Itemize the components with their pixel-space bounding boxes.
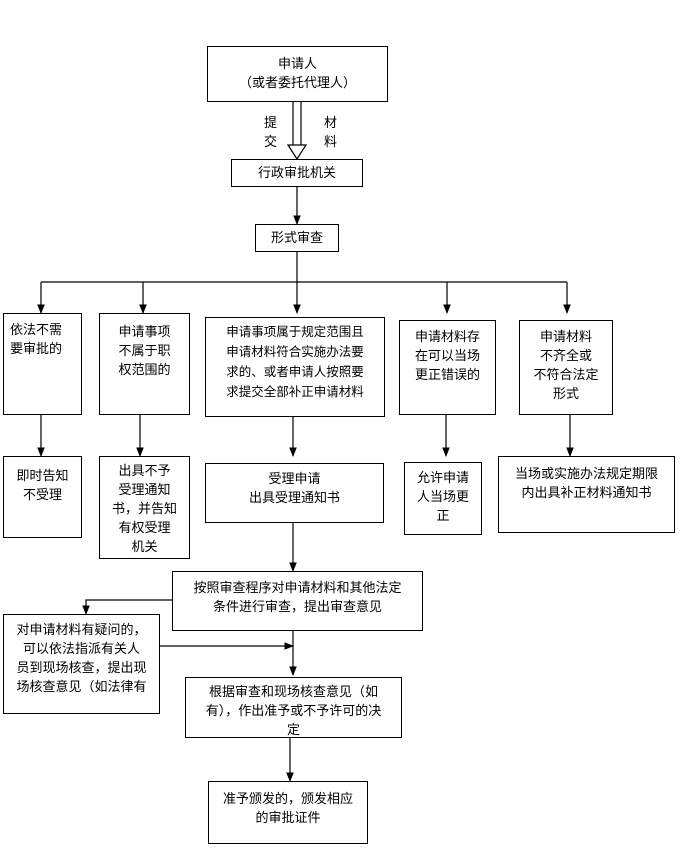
arrow-review-to-onsite <box>82 599 172 615</box>
node-formal-review-line-1: 形式审查 <box>270 231 323 246</box>
node-notify-not-accepted: 即时告知 不受理 <box>3 456 82 538</box>
node-decision-line-3: 定 <box>286 723 300 738</box>
node-allow-correction-line-2: 人当场更 <box>416 490 469 505</box>
node-agency-line-1: 行政审批机关 <box>257 166 336 181</box>
node-applicant-line-1: 申请人 <box>277 57 317 72</box>
node-notify-not-accepted-line-1: 即时告知 <box>16 469 69 484</box>
node-issue-certificate-line-1: 准予颁发的，颁发相应 <box>222 792 353 807</box>
node-onsite-check-line-4: 场核查意见（如法律有 <box>16 680 147 695</box>
node-incomplete: 申请材料 不齐全或 不符合法定 形式 <box>519 320 613 415</box>
node-onsite-check-line-3: 员到现场核查，提出现 <box>16 661 147 676</box>
node-in-scope-complete-line-3: 求的、或者申请人按照要 <box>226 364 364 379</box>
node-out-of-scope-line-3: 权范围的 <box>118 363 171 378</box>
label-materials-line-1: 材 <box>324 116 338 131</box>
node-review-line-2: 条件进行审查，提出审查意见 <box>212 600 382 615</box>
label-materials-line-2: 料 <box>324 135 338 150</box>
hollow-arrow-submit <box>286 102 308 161</box>
node-reject-notice: 出具不予 受理通知 书，并告知 有权受理 机关 <box>99 456 190 559</box>
label-materials: 材 料 <box>324 114 337 152</box>
node-notify-not-accepted-line-2: 不受理 <box>22 488 62 503</box>
node-reject-notice-line-4: 有权受理 <box>118 521 171 536</box>
node-accept: 受理申请 出具受理通知书 <box>205 463 384 523</box>
label-submit-line-1: 提 <box>264 116 278 131</box>
node-accept-line-1: 受理申请 <box>268 472 321 487</box>
node-allow-correction-line-1: 允许申请 <box>416 471 469 486</box>
node-applicant: 申请人 （或者委托代理人） <box>207 46 388 102</box>
label-submit: 提 交 <box>264 114 277 152</box>
node-onsite-check-line-1: 对申请材料有疑问的， <box>16 623 147 638</box>
node-review-line-1: 按照审查程序对申请材料和其他法定 <box>193 581 402 596</box>
node-agency: 行政审批机关 <box>231 159 363 187</box>
node-applicant-line-2: （或者委托代理人） <box>238 76 356 91</box>
node-decision: 根据审查和现场核查意见（如 有），作出准予或不予许可的决 定 <box>185 677 402 738</box>
node-in-scope-complete-line-1: 申请事项属于规定范围且 <box>226 324 364 339</box>
node-supplement-notice-line-1: 当场或实施办法规定期限 <box>514 467 658 482</box>
node-reject-notice-line-1: 出具不予 <box>118 464 171 479</box>
node-formal-review: 形式审查 <box>255 224 339 252</box>
node-allow-correction: 允许申请 人当场更 正 <box>404 462 482 535</box>
node-onsite-check: 对申请材料有疑问的， 可以依法指派有关人 员到现场核查，提出现 场核查意见（如法… <box>3 614 160 714</box>
node-out-of-scope-line-1: 申请事项 <box>118 325 171 340</box>
node-supplement-notice-line-2: 内出具补正材料通知书 <box>521 486 652 501</box>
node-no-approval-needed-line-1: 依法不需 <box>10 323 63 338</box>
label-submit-line-2: 交 <box>264 135 278 150</box>
node-incomplete-line-2: 不齐全或 <box>539 349 592 364</box>
node-incomplete-line-3: 不符合法定 <box>533 368 599 383</box>
node-onsite-check-line-2: 可以依法指派有关人 <box>22 642 140 657</box>
node-in-scope-complete-line-4: 求提交全部补正申请材料 <box>226 384 364 399</box>
node-incomplete-line-4: 形式 <box>552 387 579 402</box>
node-correctable-errors-line-2: 在可以当场 <box>414 349 480 364</box>
node-decision-line-1: 根据审查和现场核查意见（如 <box>208 685 378 700</box>
node-incomplete-line-1: 申请材料 <box>539 330 592 345</box>
node-issue-certificate-line-2: 的审批证件 <box>255 811 321 826</box>
node-correctable-errors-line-3: 更正错误的 <box>414 368 480 383</box>
node-correctable-errors: 申请材料存 在可以当场 更正错误的 <box>399 320 496 415</box>
node-reject-notice-line-3: 书，并告知 <box>111 502 177 517</box>
node-decision-line-2: 有），作出准予或不予许可的决 <box>205 704 382 719</box>
node-out-of-scope: 申请事项 不属于职 权范围的 <box>99 313 190 415</box>
node-issue-certificate: 准予颁发的，颁发相应 的审批证件 <box>208 781 368 844</box>
node-correctable-errors-line-1: 申请材料存 <box>414 330 480 345</box>
node-reject-notice-line-2: 受理通知 <box>118 483 171 498</box>
node-reject-notice-line-5: 机关 <box>131 540 158 555</box>
node-review: 按照审查程序对申请材料和其他法定 条件进行审查，提出审查意见 <box>172 571 423 631</box>
node-no-approval-needed-line-2: 要审批的 <box>10 342 63 357</box>
node-allow-correction-line-3: 正 <box>436 509 450 524</box>
node-in-scope-complete: 申请事项属于规定范围且 申请材料符合实施办法要 求的、或者申请人按照要 求提交全… <box>205 317 385 417</box>
node-in-scope-complete-line-2: 申请材料符合实施办法要 <box>226 344 364 359</box>
node-supplement-notice: 当场或实施办法规定期限 内出具补正材料通知书 <box>498 456 675 533</box>
node-accept-line-2: 出具受理通知书 <box>248 491 340 506</box>
node-out-of-scope-line-2: 不属于职 <box>118 344 171 359</box>
node-no-approval-needed: 依法不需 要审批的 <box>3 313 82 415</box>
